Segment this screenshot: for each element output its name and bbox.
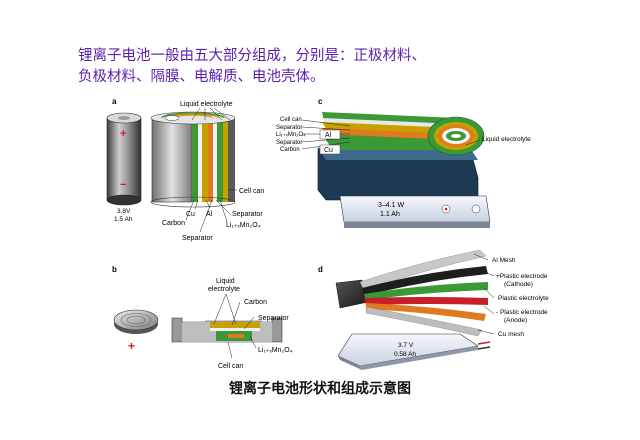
label-al-mesh: Al Mesh bbox=[492, 257, 516, 264]
prismatic-voltage: 3–4.1 W bbox=[378, 202, 404, 209]
prismatic-capacity: 1.1 Ah bbox=[380, 211, 400, 218]
cylinder-capacity: 1.5 Ah bbox=[114, 216, 133, 223]
label-liquid-b-line1: Liquid bbox=[216, 278, 235, 285]
label-cu-a: Cu bbox=[186, 211, 195, 218]
coin-cell bbox=[113, 309, 159, 334]
label-plastic-anode-l1: - Plastic electrode bbox=[496, 309, 548, 316]
panel-b-letter: b bbox=[112, 265, 117, 274]
intro-line-1: 锂离子电池一般由五大部分组成，分别是：正极材料、 bbox=[78, 48, 426, 64]
label-carbon-b: Carbon bbox=[244, 299, 267, 306]
cutaway-cylinder bbox=[150, 111, 236, 208]
label-limno-c: Li₁₊ₓMn₂O₄ bbox=[276, 132, 306, 138]
label-plastic-electrolyte: Plastic electrolyte bbox=[498, 295, 549, 302]
intro-line-2: 负极材料、隔膜、电解质、电池壳体。 bbox=[78, 69, 325, 85]
coin-cross-section bbox=[171, 317, 283, 343]
panel-b-leaders bbox=[213, 293, 257, 359]
label-limno-b: Li₁₊ₓMn₂O₄ bbox=[258, 347, 293, 354]
label-separator-a: Separator bbox=[232, 211, 263, 218]
cylinder-voltage: 3.8V bbox=[117, 208, 131, 215]
panel-d-leaders bbox=[473, 253, 495, 335]
label-plastic-cathode-l1: +Plastic electrode bbox=[496, 273, 548, 280]
figure-caption: 锂离子电池形状和组成示意图 bbox=[229, 381, 411, 397]
pouch-cell bbox=[337, 333, 491, 370]
positive-terminal-sign: + bbox=[120, 128, 126, 140]
label-al-a: Al bbox=[206, 211, 213, 218]
panel-c: c Cell can Separato bbox=[276, 97, 531, 228]
panel-a-letter: a bbox=[112, 97, 117, 106]
label-cu-c: Cu bbox=[324, 147, 333, 154]
label-cu-mesh: Cu mesh bbox=[498, 331, 524, 338]
pouch-voltage: 3.7 V bbox=[398, 342, 414, 349]
label-cell-can-a: Cell can bbox=[239, 188, 264, 195]
panel-a: a + − 3.8V 1.5 Ah bbox=[106, 97, 264, 242]
label-carbon-a: Carbon bbox=[162, 220, 185, 227]
label-cell-can-b: Cell can bbox=[218, 363, 243, 370]
label-al-c: Al bbox=[325, 132, 332, 139]
coin-plus-sign: + bbox=[128, 339, 135, 353]
fanned-layers bbox=[359, 249, 488, 337]
prismatic-cell bbox=[339, 195, 491, 228]
panel-b: b + Liquid electrolyte Carbo bbox=[112, 265, 293, 370]
layer-stack-c bbox=[322, 112, 485, 156]
label-cell-can-c: Cell can bbox=[280, 117, 302, 123]
negative-terminal-sign: − bbox=[120, 179, 126, 191]
label-limno-a: Li₁₊ₓMn₂O₄ bbox=[226, 222, 261, 229]
label-liquid-electrolyte-c: Liquid electrolyte bbox=[482, 136, 531, 143]
label-plastic-anode-l2: (Anode) bbox=[504, 317, 527, 324]
label-separator-b: Separator bbox=[258, 315, 289, 322]
panel-a-leaders bbox=[185, 107, 237, 233]
label-plastic-cathode-l2: (Cathode) bbox=[504, 281, 533, 288]
pouch-capacity: 0.58 Ah bbox=[394, 351, 416, 358]
label-separator2-c: Separator bbox=[276, 140, 302, 146]
label-liquid-b-line2: electrolyte bbox=[208, 286, 240, 293]
label-carbon-c: Carbon bbox=[280, 147, 300, 153]
label-separator-c: Separator bbox=[276, 125, 302, 131]
label-liquid-electrolyte-a: Liquid electrolyte bbox=[180, 101, 233, 108]
panel-d: d Al Mesh +Plastic electrode (Cathode) P… bbox=[318, 249, 549, 370]
cylinder-cell bbox=[106, 112, 142, 206]
panel-d-letter: d bbox=[318, 265, 323, 274]
intro-text: 锂离子电池一般由五大部分组成，分别是：正极材料、 负极材料、隔膜、电解质、电池壳… bbox=[78, 46, 548, 88]
panel-c-letter: c bbox=[318, 97, 323, 106]
label-separator2-a: Separator bbox=[182, 235, 213, 242]
